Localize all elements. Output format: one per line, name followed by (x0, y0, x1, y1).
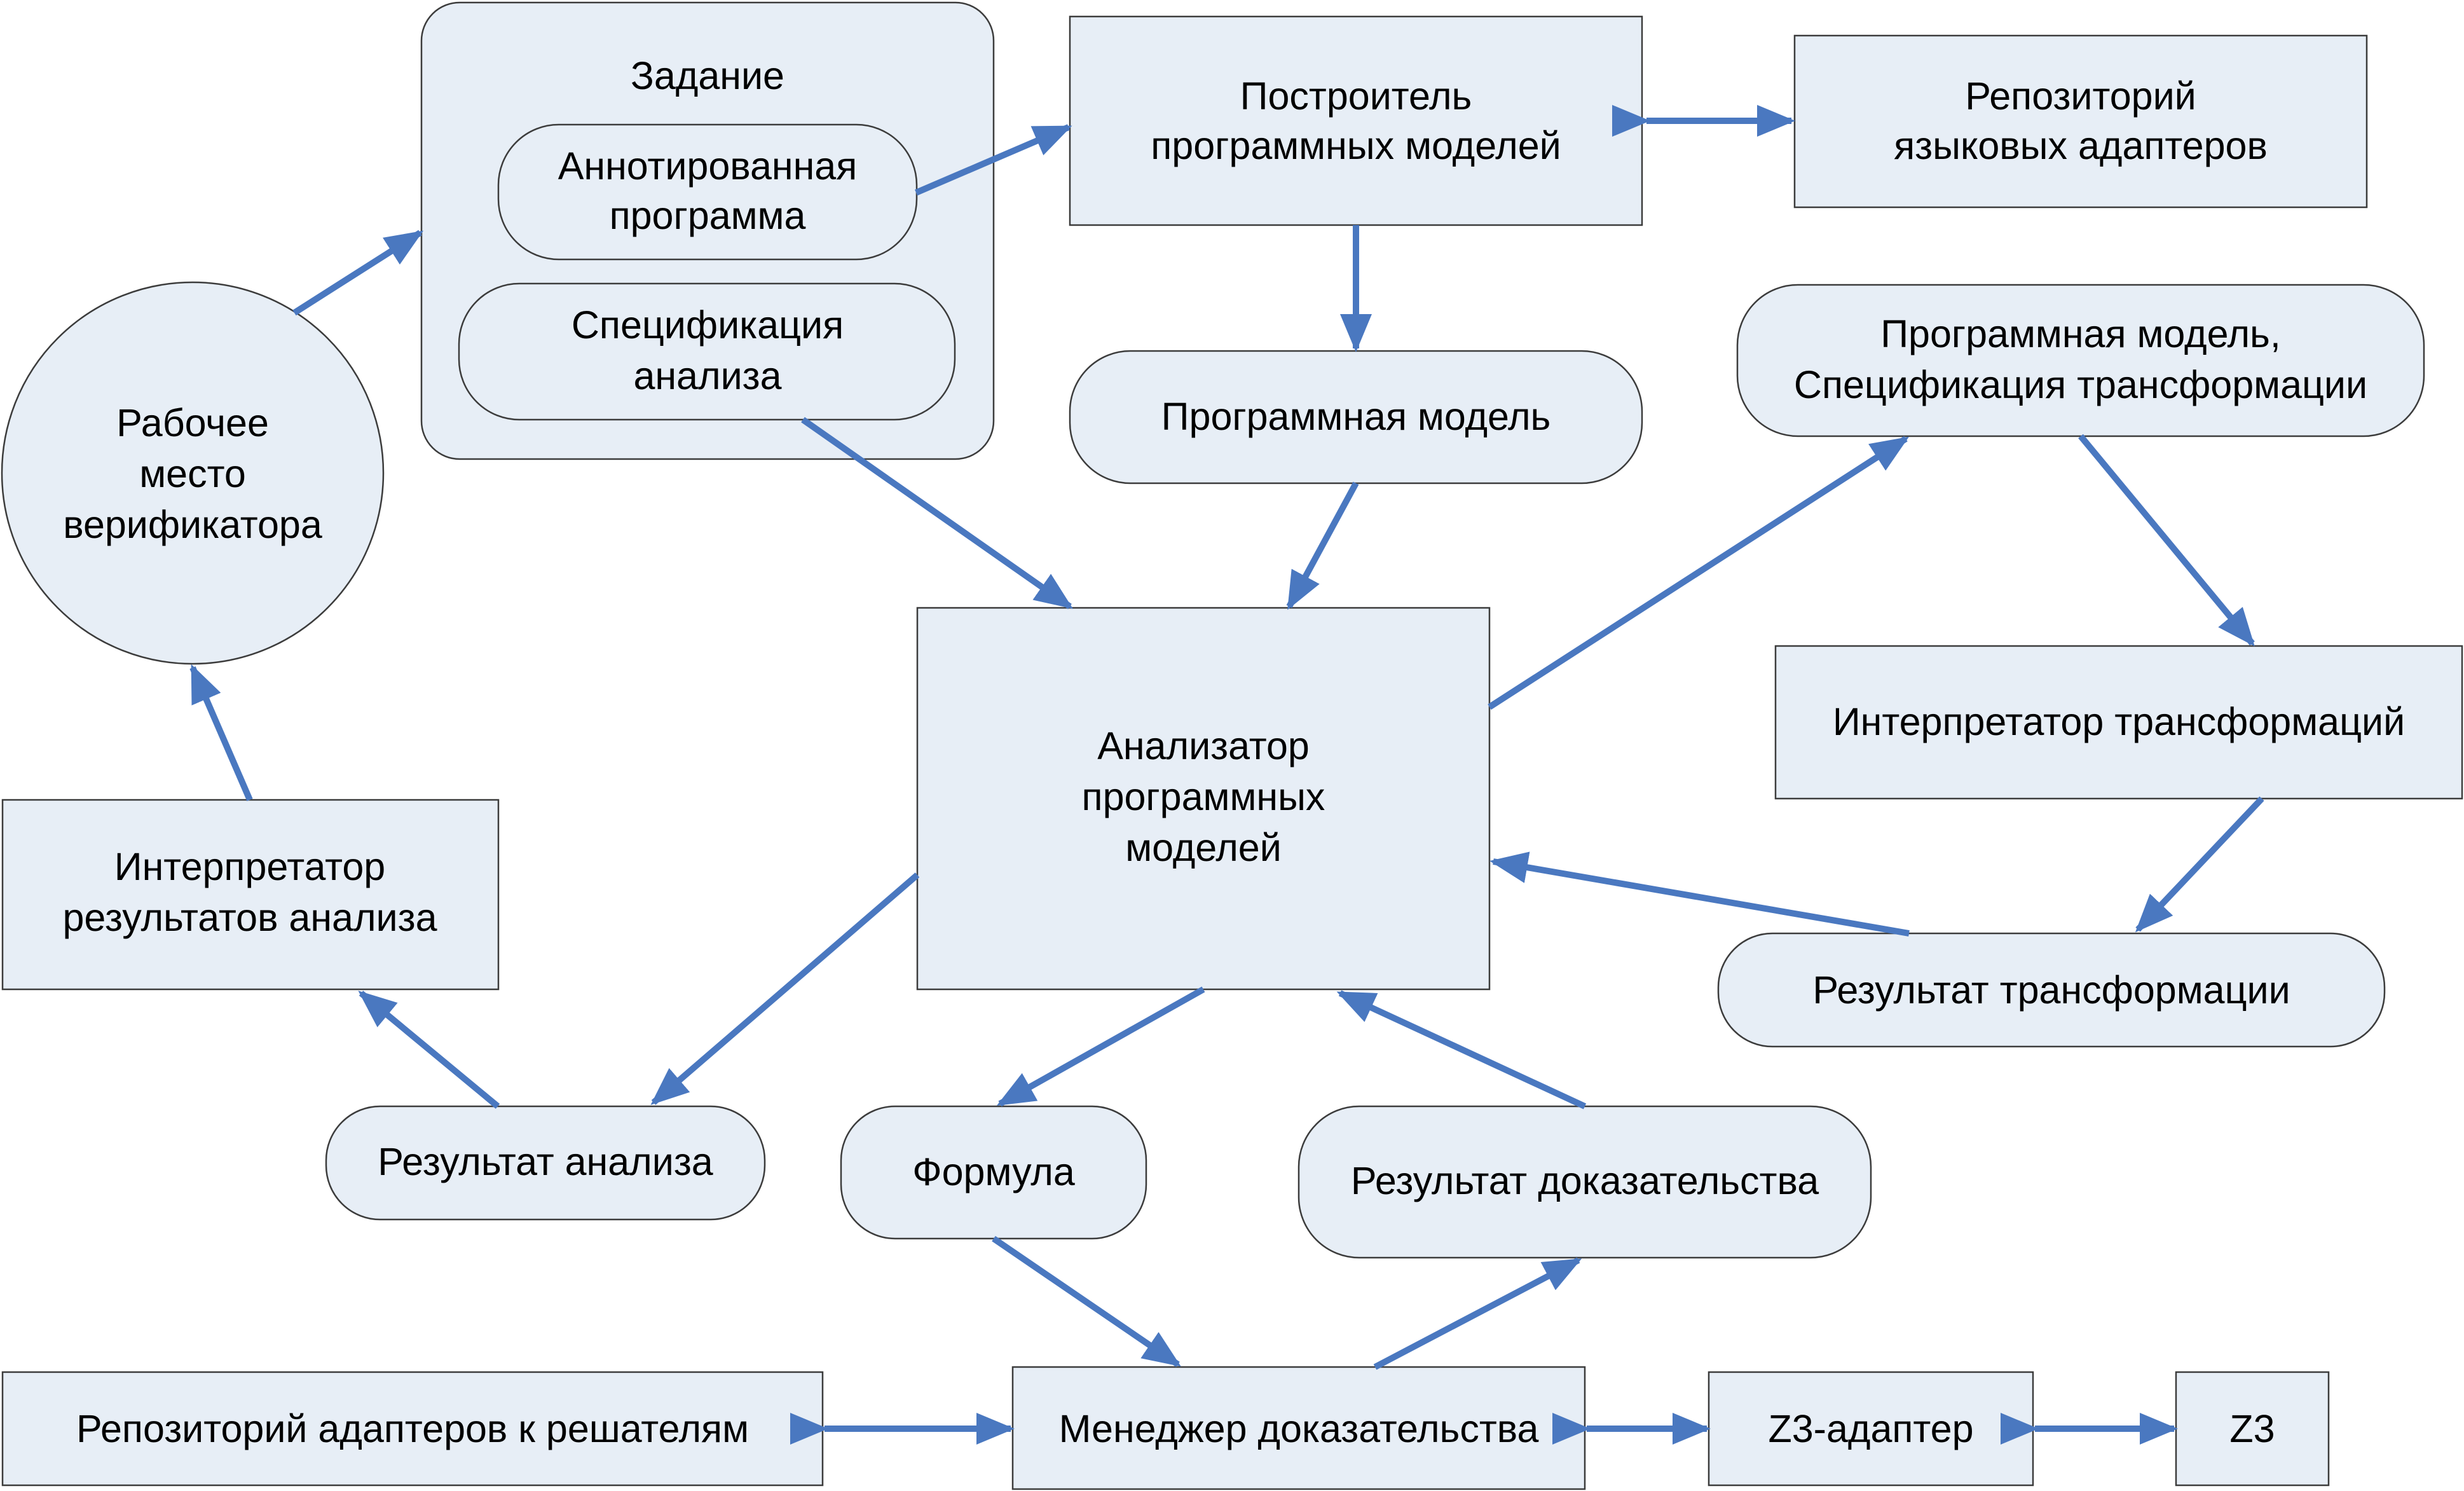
z3-adapter-node: Z3-адаптер (1708, 1371, 2034, 1487)
model-builder-line2: программных моделей (1151, 124, 1561, 167)
analysis-result-interpreter-node: Интерпретатор результатов анализа (1, 799, 500, 991)
verifier-workplace-line3: верификатора (63, 503, 322, 546)
z3-node: Z3 (2175, 1371, 2330, 1487)
model-analyzer-line3: моделей (1125, 826, 1282, 869)
verifier-workplace-line2: место (139, 452, 246, 495)
arrow-workplace-to-task (292, 230, 424, 316)
arrow-analysis-result-to-interpreter (358, 991, 500, 1109)
model-transform-spec-node: Программная модель, Спецификация трансфо… (1736, 284, 2425, 437)
z3-line1: Z3 (2229, 1407, 2275, 1450)
arrow-formula-to-proof-manager (992, 1235, 1181, 1368)
arrow-transform-result-to-analyzer (1489, 851, 1910, 937)
transform-interpreter-line1: Интерпретатор трансформаций (1833, 700, 2405, 743)
proof-result-line1: Результат доказательства (1351, 1159, 1819, 1202)
transform-result-node: Результат трансформации (1717, 932, 2386, 1048)
transform-interpreter-node: Интерпретатор трансформаций (1774, 645, 2463, 800)
verifier-workplace-line1: Рабочее (116, 401, 269, 444)
arrow-proof-result-to-analyzer (1336, 990, 1587, 1110)
analysis-result-node: Результат анализа (325, 1105, 766, 1221)
proof-result-node: Результат доказательства (1297, 1105, 1872, 1259)
solver-adapters-repo-node: Репозиторий адаптеров к решателям (1, 1371, 824, 1487)
program-model-node: Программная модель (1069, 350, 1643, 484)
proof-manager-line1: Менеджер доказательства (1059, 1407, 1539, 1450)
analysis-spec-line2: анализа (633, 354, 781, 397)
analysis-spec-line1: Спецификация (572, 303, 844, 347)
model-analyzer-line2: программных (1082, 775, 1325, 818)
proof-manager-node: Менеджер доказательства (1011, 1366, 1586, 1490)
arrow-interpreter-to-transform-result (2135, 796, 2264, 933)
arrow-analyzer-to-transform-spec (1488, 436, 1910, 710)
transform-result-line1: Результат трансформации (1812, 968, 2290, 1012)
program-model-line1: Программная модель (1161, 395, 1551, 438)
annotated-program-line1: Аннотированная (558, 144, 858, 188)
verifier-workplace-node: Рабочее место верификатора (1, 281, 385, 665)
annotated-program-node: Аннотированная программа (497, 123, 918, 261)
language-adapters-repo-line2: языковых адаптеров (1894, 124, 2268, 167)
arrow-transform-spec-to-interpreter (2078, 434, 2255, 647)
arrow-model-to-analyzer (1286, 481, 1359, 610)
analysis-spec-node: Спецификация анализа (458, 282, 956, 421)
arrow-result-interpreter-to-workplace (189, 664, 253, 801)
annotated-program-line2: программа (610, 194, 806, 237)
language-adapters-repo-line1: Репозиторий (1965, 74, 2196, 118)
language-adapters-repo-node: Репозиторий языковых адаптеров (1793, 34, 2368, 209)
formula-node: Формула (840, 1105, 1147, 1240)
model-analyzer-node: Анализатор программных моделей (916, 607, 1491, 991)
model-analyzer-line1: Анализатор (1097, 724, 1310, 767)
analysis-result-interpreter-line2: результатов анализа (62, 896, 437, 939)
model-builder-node: Построитель программных моделей (1069, 15, 1643, 226)
model-transform-spec-line1: Программная модель, (1880, 312, 2281, 355)
model-transform-spec-line2: Спецификация трансформации (1794, 363, 2367, 406)
arrow-annotated-to-builder (915, 124, 1072, 196)
arrow-analyzer-to-formula (996, 986, 1205, 1107)
arrow-analyzer-to-analysis-result (650, 872, 920, 1105)
z3-adapter-line1: Z3-адаптер (1768, 1407, 1973, 1450)
task-title: Задание (631, 54, 784, 97)
solver-adapters-repo-line1: Репозиторий адаптеров к решателям (76, 1407, 749, 1450)
arrow-spec-to-analyzer (801, 416, 1073, 610)
formula-line1: Формула (912, 1150, 1075, 1193)
arrow-proof-manager-to-proof-result (1373, 1257, 1582, 1370)
analysis-result-line1: Результат анализа (378, 1140, 713, 1183)
analysis-result-interpreter-line1: Интерпретатор (114, 845, 385, 888)
model-builder-line1: Построитель (1240, 74, 1472, 118)
